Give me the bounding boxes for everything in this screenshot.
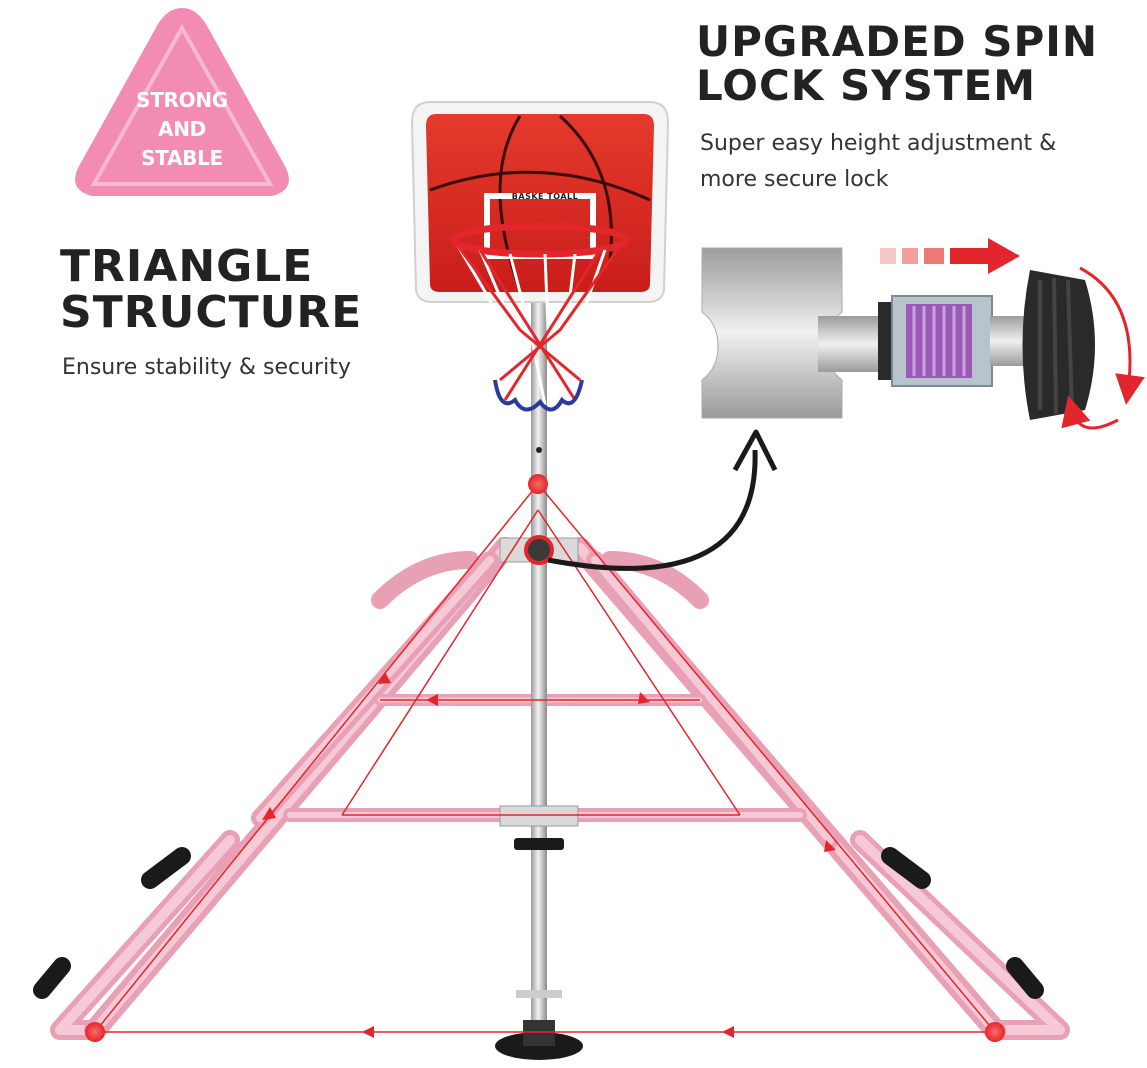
backboard [410, 101, 670, 303]
badge-line: STRONG [136, 88, 228, 112]
badge-triangle [75, 8, 289, 196]
badge-line: STABLE [141, 146, 223, 170]
spin-lock-heading-line: UPGRADED SPIN [696, 17, 1099, 66]
badge-line: AND [158, 117, 206, 141]
guide-arrows [262, 672, 836, 1038]
hoop-net [450, 222, 630, 412]
triangle-heading-line: STRUCTURE [60, 287, 363, 339]
frame [50, 537, 1070, 1041]
spin-lock-detail [701, 238, 1145, 430]
triangle-subtitle: Ensure stability & security [62, 355, 351, 380]
guide-dots [85, 474, 1005, 1042]
spin-lock-subtitle-line: Super easy height adjustment & [700, 131, 1057, 156]
pointer-arrow [547, 429, 778, 571]
spin-lock-heading-line: LOCK SYSTEM [696, 61, 1037, 111]
spin-lock-heading: UPGRADED SPIN LOCK SYSTEM [696, 17, 1136, 111]
triangle-heading-line: TRIANGLE [60, 241, 314, 292]
triangle-heading: TRIANGLE STRUCTURE [60, 241, 400, 339]
spin-lock-subtitle-line: more secure lock [700, 167, 889, 192]
triangle-guides [94, 483, 996, 1033]
backboard-label: BASKE TOALL [511, 192, 579, 201]
spin-lock-subtitle: Super easy height adjustment & more secu… [700, 126, 1130, 198]
foam-grips [33, 847, 1044, 999]
badge-text: STRONG AND STABLE [112, 86, 252, 173]
